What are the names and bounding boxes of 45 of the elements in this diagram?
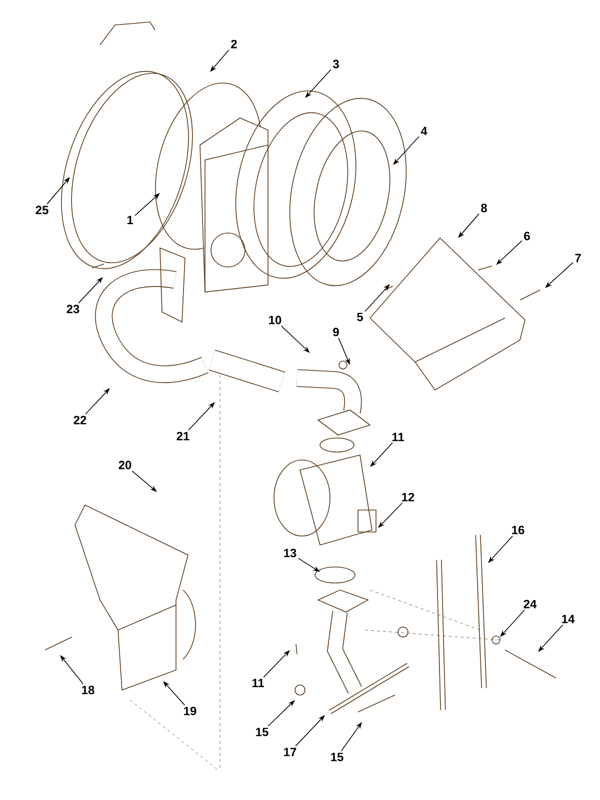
callout-number: 17 — [284, 748, 296, 756]
callout-number: 11 — [392, 432, 404, 442]
leader-line — [378, 502, 403, 528]
callout-number: 12 — [402, 492, 414, 502]
leader-line — [500, 610, 526, 637]
callout-number: 10 — [269, 316, 282, 324]
callout-number: 21 — [176, 432, 190, 440]
leader-line — [364, 284, 390, 312]
callout-number: 22 — [74, 416, 86, 424]
leader-line — [305, 69, 332, 98]
leader-line — [538, 624, 564, 652]
callout-number: 15 — [331, 752, 344, 762]
callout-number: 5 — [357, 312, 363, 322]
leader-line — [280, 326, 310, 353]
leader-line — [545, 262, 574, 288]
leader-line — [488, 536, 513, 563]
leader-line — [78, 277, 103, 304]
callout-number: 6 — [524, 232, 530, 240]
callout-number: 25 — [36, 206, 48, 214]
callout-number: 8 — [481, 204, 487, 212]
leader-line — [188, 402, 215, 431]
leader-line — [295, 715, 325, 747]
callout-number: 4 — [420, 126, 428, 136]
callout-number: 13 — [284, 548, 296, 558]
callout-number: 9 — [333, 328, 339, 336]
callout-number: 20 — [118, 460, 132, 470]
callout-number: 7 — [575, 254, 581, 262]
callout-number: 24 — [524, 600, 537, 608]
callout-number: 18 — [82, 686, 94, 694]
callout-number: 11 — [252, 678, 264, 688]
callout-number: 14 — [562, 614, 575, 624]
leader-line — [85, 388, 110, 415]
callout-number: 2 — [231, 40, 237, 48]
callout-number: 15 — [256, 728, 268, 736]
leader-line — [263, 650, 290, 678]
leader-line — [370, 442, 393, 467]
callout-number: 23 — [66, 304, 80, 314]
leader-line — [496, 240, 522, 265]
leader-line — [134, 193, 160, 216]
leader-line — [268, 700, 295, 727]
callout-number: 19 — [184, 706, 196, 716]
callout-number: 1 — [127, 216, 133, 224]
leader-line — [393, 136, 420, 165]
callout-number: 3 — [332, 60, 339, 68]
callout-number: 16 — [512, 526, 524, 534]
